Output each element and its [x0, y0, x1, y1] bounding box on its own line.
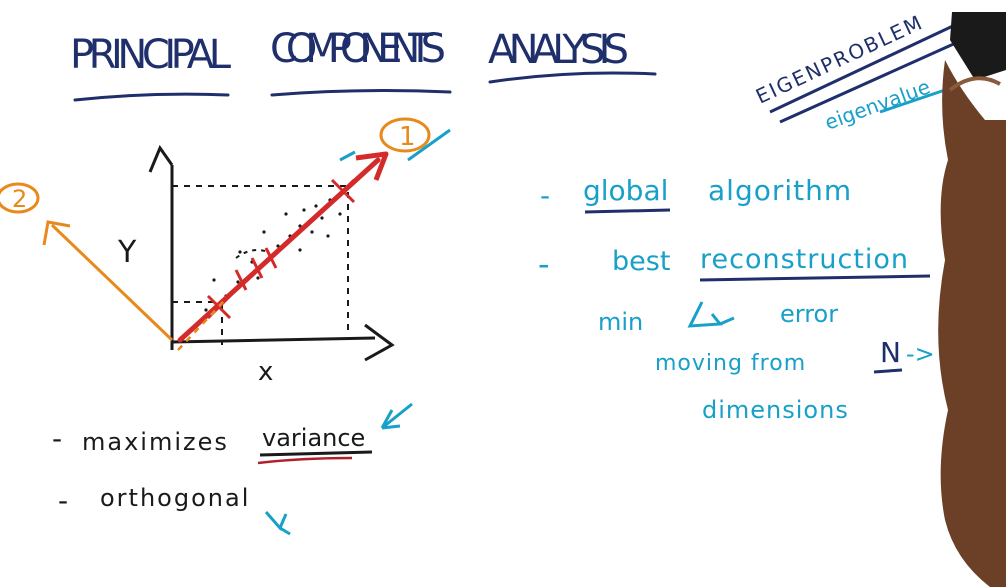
projection-marks	[206, 178, 356, 320]
eigenvalue-underline	[879, 88, 946, 114]
principal-component-2-axis	[50, 223, 174, 342]
note-dash: -	[52, 422, 62, 455]
cloud-outline	[235, 249, 269, 259]
note-variance: variance	[262, 424, 365, 452]
variance-underline-red	[257, 456, 353, 465]
right-notes: - global algorithm - best reconstruction…	[538, 174, 1001, 424]
note-dimensions: dimensions	[702, 396, 849, 424]
global-underline	[584, 208, 671, 214]
data-point	[204, 308, 208, 312]
data-point	[314, 204, 318, 208]
data-point	[256, 276, 260, 280]
left-notes: - maximizes variance - orthogonal	[52, 402, 413, 536]
note-best: best	[612, 246, 670, 277]
reconstruction-underline	[699, 274, 931, 282]
eigenproblem-underline-1	[769, 23, 956, 114]
principal-component-1-arrowhead	[355, 151, 389, 181]
note-reconstruction: reconstruction	[700, 244, 909, 275]
note-n: N	[880, 336, 901, 369]
component-1-cyan-mark	[407, 128, 451, 162]
knuckle	[948, 76, 1001, 92]
projection-tick	[234, 269, 248, 291]
data-point	[212, 278, 216, 282]
projection-tick	[264, 247, 278, 269]
x-axis-label: x	[258, 357, 273, 387]
note-orthogonal: orthogonal	[100, 484, 250, 512]
x-axis	[171, 336, 376, 344]
x-axis-arrowhead	[364, 323, 395, 362]
data-point	[338, 212, 342, 216]
note-algorithm: algorithm	[708, 174, 852, 207]
data-point	[326, 234, 330, 238]
note-min: min	[598, 308, 643, 336]
note-dash: -	[540, 179, 550, 212]
pca-plot: Y x	[0, 117, 451, 387]
data-point	[310, 230, 314, 234]
data-point	[284, 212, 288, 216]
note-moving-from: moving from	[655, 351, 806, 376]
component-2-circle	[0, 182, 40, 214]
variance-underline-black	[259, 450, 373, 457]
title: PRINCIPAL COMPONENTS ANALYSIS	[70, 26, 657, 102]
note-arrow: ->	[906, 340, 935, 368]
component-2-label: 2	[12, 185, 27, 213]
data-point	[238, 250, 242, 254]
data-point	[302, 208, 306, 212]
title-word-principal: PRINCIPAL	[70, 32, 235, 78]
data-point	[236, 280, 240, 284]
eigenproblem-underline-2	[779, 40, 959, 124]
note-dash: -	[538, 245, 550, 283]
note-maximizes: maximizes	[82, 428, 229, 456]
principal-component-2-arrowhead	[42, 220, 71, 246]
orthogonal-cyan-arrow	[264, 511, 291, 536]
title-word-components: COMPONENTS	[270, 26, 450, 72]
projection-tick	[250, 257, 264, 279]
presenter-hand	[938, 12, 1006, 587]
component-1-label: 1	[399, 122, 416, 152]
y-axis-label: Y	[117, 235, 137, 270]
component-1-circle	[379, 117, 431, 153]
min-error-hook-arrow	[687, 301, 735, 328]
variance-cyan-arrow	[380, 402, 413, 430]
eigen-corner: EIGENPROBLEM eigenvalue	[752, 10, 959, 135]
title-word-analysis: ANALYSIS	[488, 27, 633, 73]
note-error: error	[780, 300, 838, 328]
y-axis-arrowhead	[148, 144, 174, 173]
note-dash: -	[58, 484, 68, 517]
title-underline-2	[270, 89, 452, 97]
marker-cap	[950, 12, 1006, 80]
title-underline-3	[488, 71, 657, 84]
projection-cross	[330, 178, 356, 204]
n-underline	[873, 368, 903, 374]
title-underline-1	[73, 92, 230, 102]
note-global: global	[583, 174, 668, 207]
data-point	[262, 230, 266, 234]
data-points	[204, 198, 342, 312]
data-point	[298, 248, 302, 252]
hand	[938, 60, 1006, 587]
data-point	[320, 216, 324, 220]
eigenvalue-label: eigenvalue	[822, 74, 934, 134]
data-point	[276, 244, 280, 248]
component-1-cyan-tick	[339, 150, 356, 162]
data-point	[298, 224, 302, 228]
